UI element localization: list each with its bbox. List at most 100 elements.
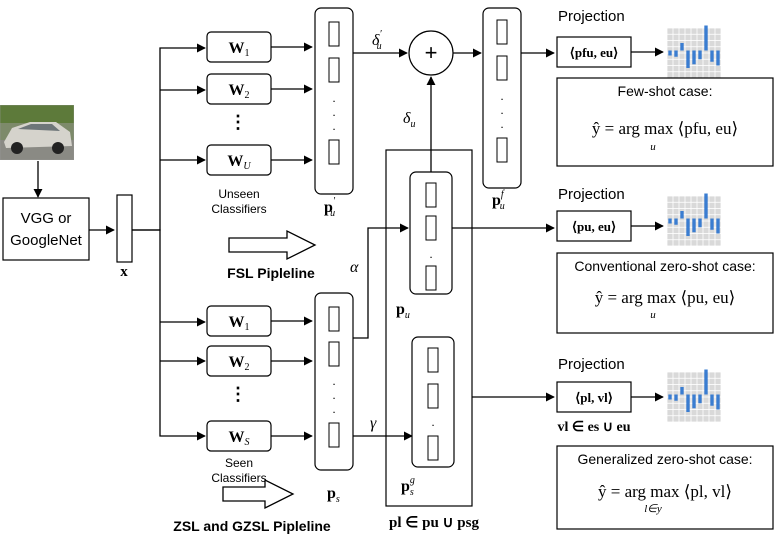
chart-grid-cell	[697, 215, 703, 221]
chart-grid-cell	[685, 215, 691, 221]
backbone-label-line1: VGG or	[21, 210, 72, 227]
chart-grid-cell	[709, 227, 715, 234]
chart-grid-cell	[673, 416, 679, 422]
chart-grid-cell	[685, 28, 691, 34]
svg-text:W2: W2	[229, 82, 250, 101]
chart-grid-cell	[697, 65, 703, 72]
chart-grid-cell	[709, 391, 715, 397]
chart-grid-cell	[673, 409, 679, 416]
score-bar	[668, 50, 672, 56]
case-title-zs: Conventional zero-shot case:	[574, 258, 755, 274]
chart-grid-cell	[691, 72, 697, 78]
chart-grid-cell	[697, 72, 703, 78]
score-bar	[674, 50, 678, 57]
svg-text:+: +	[425, 40, 438, 65]
zsl-pipeline-arrow	[222, 478, 295, 510]
chart-grid-cell	[709, 409, 715, 416]
fusion-plus-node: +	[408, 30, 454, 76]
score-chart-fs	[667, 25, 721, 78]
case-equation-zs: ŷ = arg max ⟨pu, eu⟩	[595, 288, 736, 307]
seen-to-ps-arrows	[271, 316, 313, 441]
chart-grid-cell	[673, 372, 679, 378]
chart-grid-cell	[667, 384, 673, 391]
gamma-label: γ	[370, 415, 377, 432]
chart-grid-cell	[673, 208, 679, 215]
chart-grid-cell	[703, 53, 709, 59]
score-bar	[704, 369, 708, 395]
score-bar	[668, 218, 672, 224]
chart-grid-cell	[673, 384, 679, 391]
chart-grid-cell	[697, 409, 703, 416]
chart-grid-cell	[703, 416, 709, 422]
chart-grid-cell	[667, 372, 673, 378]
chart-grid-cell	[679, 403, 685, 410]
unseen-classifiers-caption-line2: Classifiers	[211, 202, 266, 216]
chart-grid-cell	[697, 196, 703, 202]
chart-grid-cell	[679, 233, 685, 240]
chart-grid-cell	[697, 202, 703, 209]
chart-grid-cell	[703, 233, 709, 240]
unseen-classifier-w1: W1	[206, 31, 272, 63]
chart-grid-cell	[667, 397, 673, 403]
chart-grid-cell	[679, 378, 685, 385]
chart-grid-cell	[691, 34, 697, 41]
chart-grid-cell	[715, 72, 721, 78]
chart-grid-cell	[685, 384, 691, 391]
pu-vector: .	[409, 171, 453, 295]
pu-prime-label: p′u	[324, 196, 336, 219]
chart-grid-cell	[673, 233, 679, 240]
chart-grid-cell	[673, 72, 679, 78]
svg-text:.: .	[332, 105, 335, 119]
chart-grid-cell	[679, 28, 685, 34]
ps-vector: . . .	[314, 292, 354, 471]
score-bar	[710, 218, 714, 230]
chart-grid-cell	[673, 227, 679, 234]
chart-grid-cell	[673, 202, 679, 209]
svg-text:.: .	[332, 91, 335, 105]
chart-grid-cell	[691, 391, 697, 397]
unseen-classifiers-caption-line1: Unseen	[218, 187, 259, 201]
psg-vector: .	[411, 336, 455, 468]
chart-grid-cell	[697, 47, 703, 53]
chart-grid-cell	[703, 221, 709, 227]
chart-grid-cell	[667, 416, 673, 422]
chart-grid-cell	[709, 28, 715, 34]
chart-grid-cell	[667, 47, 673, 53]
case-box-fs	[556, 77, 774, 167]
chart-grid-cell	[673, 34, 679, 41]
ps-label: ps	[327, 485, 340, 505]
chart-grid-cell	[709, 215, 715, 221]
seen-classifier-ellipsis: ⋮	[229, 384, 247, 404]
projection-note-gz: vl ∈ es ∪ eu	[558, 420, 631, 435]
chart-grid-cell	[703, 240, 709, 246]
pu-label: pu	[396, 301, 410, 321]
chart-grid-cell	[715, 416, 721, 422]
chart-grid-cell	[715, 409, 721, 416]
chart-grid-cell	[691, 372, 697, 378]
chart-grid-cell	[685, 47, 691, 53]
chart-grid-cell	[667, 72, 673, 78]
chart-grid-cell	[709, 196, 715, 202]
chart-grid-cell	[691, 47, 697, 53]
chart-grid-cell	[679, 34, 685, 41]
chart-grid-cell	[709, 240, 715, 246]
chart-grid-cell	[697, 240, 703, 246]
case-under-fs: u	[650, 141, 656, 153]
chart-grid-cell	[697, 233, 703, 240]
score-bar	[680, 211, 684, 219]
score-bar	[680, 43, 684, 51]
svg-text:.: .	[500, 103, 503, 117]
chart-grid-cell	[691, 233, 697, 240]
projection-title-gz: Projection	[558, 356, 625, 373]
chart-grid-cell	[667, 208, 673, 215]
chart-grid-cell	[673, 65, 679, 72]
chart-grid-cell	[667, 221, 673, 227]
delta-prime-label: δ′u	[372, 29, 382, 52]
chart-grid-cell	[673, 40, 679, 47]
svg-text:.: .	[332, 374, 335, 388]
chart-grid-cell	[679, 240, 685, 246]
projection-title-fs: Projection	[558, 8, 625, 25]
score-bar	[704, 25, 708, 51]
projection-box-zs	[556, 210, 632, 242]
